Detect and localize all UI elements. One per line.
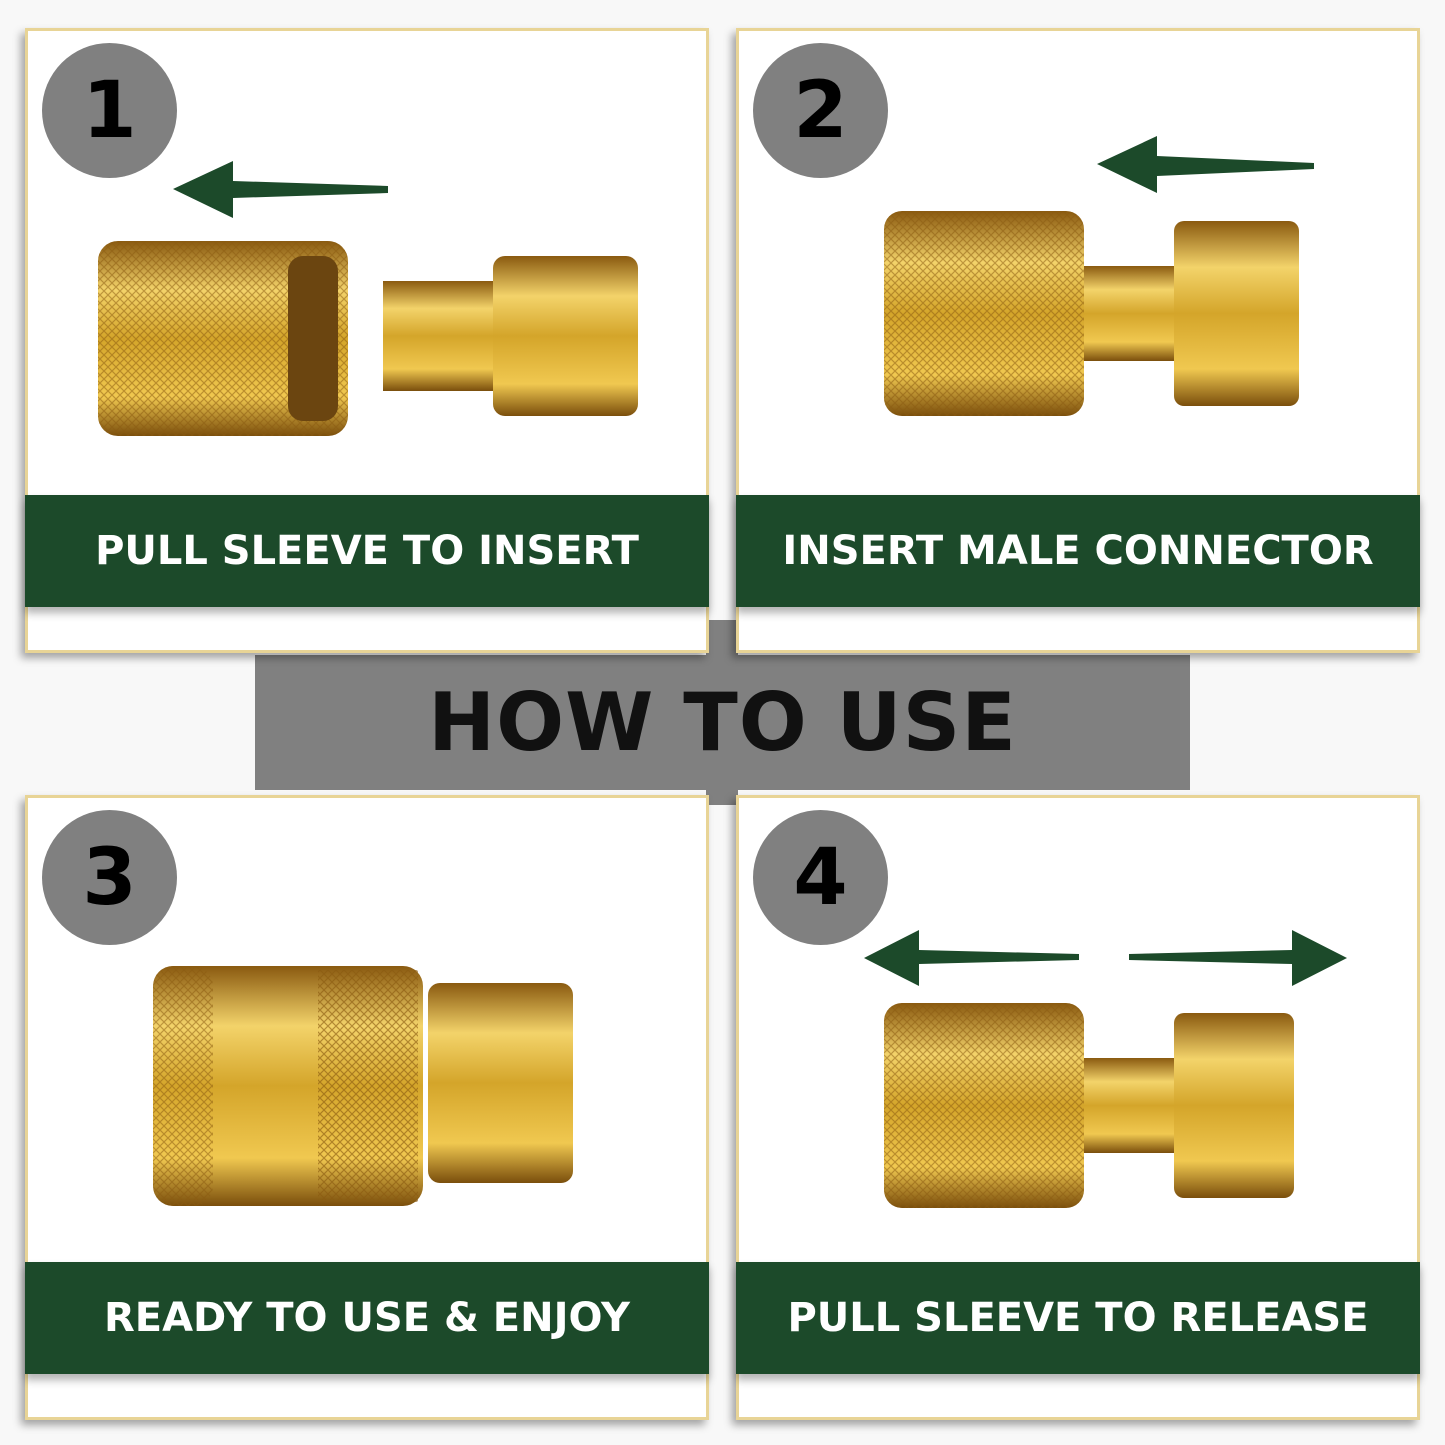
step-3-panel: 3 READY TO USE & ENJOY <box>25 795 709 1420</box>
step-label: PULL SLEEVE TO INSERT <box>25 495 709 607</box>
coupler-releasing-image <box>864 930 1347 1208</box>
step-4-panel: 4 PULL SLEEVE TO RELEASE <box>736 795 1420 1420</box>
step-label: READY TO USE & ENJOY <box>25 1262 709 1374</box>
arrow-left-icon <box>173 161 388 218</box>
page-title: HOW TO USE <box>428 676 1017 769</box>
step-number-badge: 1 <box>42 43 177 178</box>
step-1-panel: 1 PULL SLEEVE TO INSERT <box>25 28 709 653</box>
step-label: PULL SLEEVE TO RELEASE <box>736 1262 1420 1374</box>
step-label: INSERT MALE CONNECTOR <box>736 495 1420 607</box>
coupler-connected-image <box>153 966 573 1206</box>
arrow-right-icon <box>1129 930 1347 986</box>
step-number-badge: 4 <box>753 810 888 945</box>
title-band <box>255 655 1190 790</box>
step-number-badge: 3 <box>42 810 177 945</box>
coupler-inserting-image <box>884 136 1314 416</box>
arrow-left-icon <box>864 930 1079 986</box>
step-number-badge: 2 <box>753 43 888 178</box>
coupler-separated-image <box>98 161 638 436</box>
arrow-left-icon <box>1097 136 1314 193</box>
step-2-panel: 2 INSERT MALE CONNECTOR <box>736 28 1420 653</box>
